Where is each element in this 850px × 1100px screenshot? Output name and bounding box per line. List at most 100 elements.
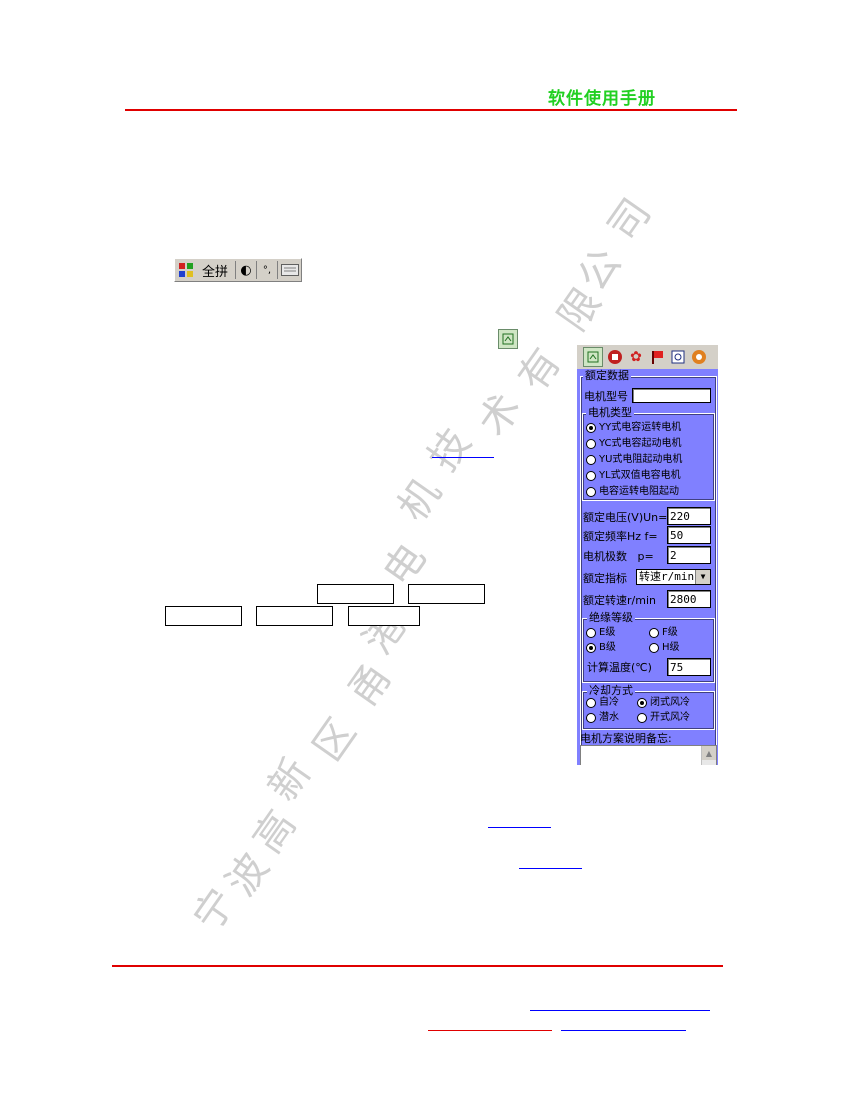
rated-data-legend: 额定数据: [583, 369, 631, 382]
cooling-legend: 冷却方式: [587, 684, 635, 697]
index-select-value: 转速r/min: [639, 570, 695, 583]
insulation-legend: 绝缘等级: [587, 611, 635, 624]
print-preview-icon[interactable]: [669, 348, 687, 366]
radio-label: YL式双值电容电机: [599, 470, 681, 481]
memo-label: 电机方案说明备忘:: [580, 732, 672, 745]
stop-icon[interactable]: [606, 348, 624, 366]
radio-label: 潜水: [599, 712, 619, 723]
radio-label: H级: [662, 642, 680, 653]
memo-scrollbar[interactable]: ▲: [701, 746, 716, 765]
punctuation-icon[interactable]: °,: [262, 264, 272, 276]
radio-button[interactable]: [586, 698, 596, 708]
ime-separator: [277, 261, 278, 279]
radio-button[interactable]: [586, 628, 596, 638]
link-underline[interactable]: [488, 827, 551, 828]
ime-toolbar[interactable]: 全拼 ◐ °,: [174, 258, 302, 282]
radio-label: 闭式风冷: [650, 697, 690, 708]
watermark-char: 新: [259, 750, 321, 810]
radio-button[interactable]: [586, 643, 596, 653]
chevron-down-icon[interactable]: ▼: [695, 570, 710, 584]
insulation-option[interactable]: E级: [586, 627, 615, 639]
insulation-option[interactable]: H级: [649, 642, 680, 654]
radio-label: B级: [599, 642, 616, 653]
watermark-char: 高: [244, 802, 306, 862]
watermark-char: 司: [599, 190, 661, 250]
cooling-option[interactable]: 开式风冷: [637, 712, 690, 724]
half-width-moon-icon[interactable]: ◐: [240, 262, 252, 278]
rated-data-group: [580, 376, 717, 765]
watermark-char: 机: [389, 470, 451, 530]
voltage-input[interactable]: 220: [667, 507, 711, 525]
temperature-input[interactable]: 75: [667, 658, 711, 676]
motor-type-option[interactable]: YU式电阻起动电机: [586, 454, 682, 466]
link-underline[interactable]: [432, 457, 494, 458]
radio-label: YC式电容起动电机: [599, 438, 682, 449]
ime-logo-icon[interactable]: [177, 261, 195, 279]
index-select[interactable]: 转速r/min ▼: [636, 569, 711, 585]
temperature-label: 计算温度(℃): [587, 661, 652, 674]
radio-button[interactable]: [586, 471, 596, 481]
cooling-option[interactable]: 闭式风冷: [637, 697, 690, 709]
cooling-option[interactable]: 潜水: [586, 712, 619, 724]
speed-input[interactable]: 2800: [667, 590, 711, 608]
radio-button[interactable]: [586, 487, 596, 497]
motor-type-option[interactable]: YY式电容运转电机: [586, 422, 681, 434]
keyboard-icon[interactable]: [280, 261, 300, 279]
ime-separator: [235, 261, 236, 279]
insulation-option[interactable]: B级: [586, 642, 616, 654]
cooling-group: [582, 691, 715, 730]
radio-button[interactable]: [637, 713, 647, 723]
motor-type-option[interactable]: YL式双值电容电机: [586, 470, 681, 482]
radio-label: 自冷: [599, 697, 619, 708]
gear-icon[interactable]: ✿: [630, 349, 642, 365]
settings-icon[interactable]: [690, 348, 708, 366]
motor-type-option[interactable]: YC式电容起动电机: [586, 438, 682, 450]
key-box: [317, 584, 394, 604]
radio-label: 电容运转电阻起动: [599, 486, 679, 497]
watermark-char: 有: [509, 340, 571, 400]
motor-type-option[interactable]: 电容运转电阻起动: [586, 486, 679, 498]
radio-button[interactable]: [649, 643, 659, 653]
poles-label: 电机极数 p=: [583, 550, 654, 563]
model-label: 电机型号: [584, 390, 628, 403]
header-title: 软件使用手册: [548, 89, 656, 109]
design-icon[interactable]: [583, 347, 603, 367]
insulation-group: [582, 618, 715, 683]
panel-toolbar: ✿: [577, 345, 718, 369]
link-underline[interactable]: [561, 1030, 686, 1031]
frequency-label: 额定频率Hz f=: [583, 530, 658, 543]
link-underline[interactable]: [519, 868, 582, 869]
index-label: 额定指标: [583, 572, 627, 585]
cooling-option[interactable]: 自冷: [586, 697, 619, 709]
link-underline[interactable]: [530, 1010, 710, 1011]
frequency-input[interactable]: 50: [667, 526, 711, 544]
radio-label: F级: [662, 627, 678, 638]
watermark-char: 区: [304, 710, 366, 770]
footer-rule: [112, 965, 723, 967]
radio-button[interactable]: [637, 698, 647, 708]
flag-icon[interactable]: [648, 348, 666, 366]
radio-button[interactable]: [586, 423, 596, 433]
radio-button[interactable]: [649, 628, 659, 638]
ime-mode-label[interactable]: 全拼: [201, 264, 228, 280]
memo-textarea[interactable]: ▲: [580, 745, 717, 765]
poles-input[interactable]: 2: [667, 546, 711, 564]
radio-label: YU式电阻起动电机: [599, 454, 683, 465]
radio-label: 开式风冷: [650, 712, 690, 723]
radio-button[interactable]: [586, 439, 596, 449]
radio-button[interactable]: [586, 713, 596, 723]
radio-button[interactable]: [586, 455, 596, 465]
motor-type-group: [582, 413, 715, 501]
ime-separator: [256, 261, 257, 279]
scroll-up-icon[interactable]: ▲: [702, 746, 716, 760]
insulation-option[interactable]: F级: [649, 627, 678, 639]
model-input[interactable]: [632, 388, 711, 403]
motor-design-icon[interactable]: [498, 329, 518, 349]
header-rule: [125, 109, 737, 111]
watermark-char: 术: [469, 385, 531, 445]
red-underline: [428, 1030, 552, 1031]
speed-label: 额定转速r/min: [583, 594, 656, 607]
watermark-char: 甬: [339, 655, 401, 715]
key-box: [165, 606, 242, 626]
